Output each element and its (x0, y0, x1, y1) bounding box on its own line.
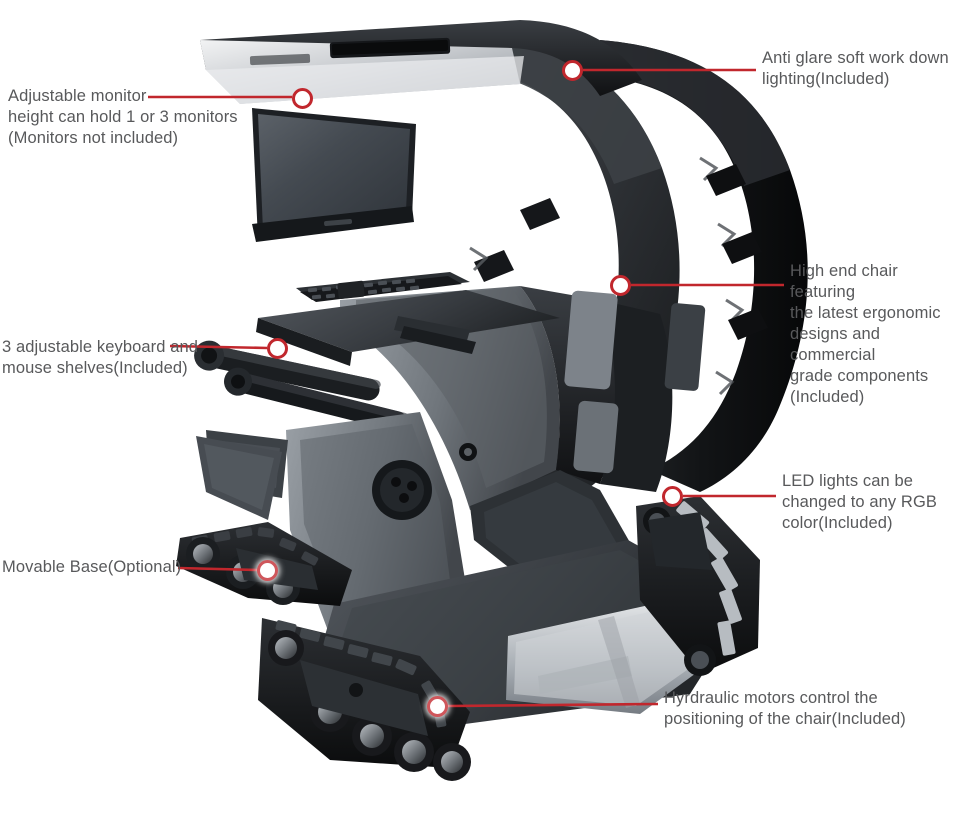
footrest-panel (196, 436, 282, 520)
callout-marker-keyboard-shelves[interactable] (266, 337, 288, 359)
rear-arch-ribs (706, 164, 768, 340)
callout-marker-hydraulic-motors[interactable] (426, 695, 448, 717)
track-front-left (258, 618, 471, 781)
callout-text-movable-base: Movable Base(Optional) (2, 558, 182, 576)
callout-text-hydraulic-motors: Hyrdraulic motors control the positionin… (664, 689, 906, 728)
callout-marker-anti-glare-lighting[interactable] (561, 59, 583, 81)
rear-canopy-arch (598, 40, 808, 492)
callout-marker-movable-base[interactable] (256, 559, 278, 581)
callout-text-keyboard-shelves: 3 adjustable keyboard and mouse shelves(… (2, 338, 199, 377)
callout-marker-high-end-chair[interactable] (609, 274, 631, 296)
callout-text-high-end-chair: High end chair featuring the latest ergo… (790, 262, 941, 406)
track-right (636, 496, 760, 676)
callout-marker-monitor-height[interactable] (291, 87, 313, 109)
callout-text-anti-glare-lighting: Anti glare soft work down lighting(Inclu… (762, 49, 949, 88)
callout-text-led-lights: LED lights can be changed to any RGB col… (782, 472, 937, 532)
overhead-light-bar (200, 20, 642, 104)
monitor (252, 108, 416, 242)
callout-marker-led-lights[interactable] (661, 485, 683, 507)
callout-text-monitor-height: Adjustable monitor height can hold 1 or … (8, 87, 238, 147)
